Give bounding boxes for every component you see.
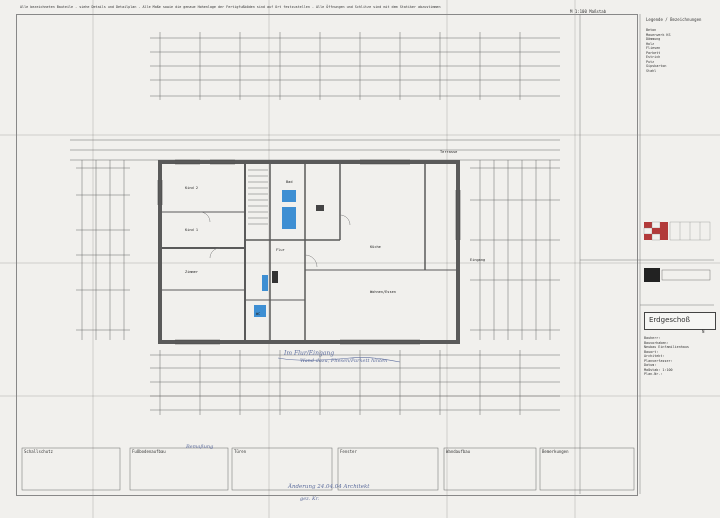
table-title: Türen — [234, 449, 247, 454]
room-label: Flur — [276, 248, 285, 252]
legend-item: Gipskarton — [646, 64, 667, 68]
legend-item: Mauerwerk KS — [646, 32, 671, 37]
project-line: Maßstab: 1:100 — [644, 367, 673, 372]
north-label: N — [702, 329, 705, 334]
legend-item: Fliesen — [646, 46, 661, 50]
room-label: Wohnen/Essen — [370, 290, 396, 294]
legend-item: Parkett — [646, 50, 661, 55]
plan-title: Erdgeschoß — [649, 316, 690, 324]
handwritten-note: Änderung 24.04.04 Architekt — [288, 484, 370, 490]
handwritten-note: Bemaßung — [186, 444, 214, 450]
legend-item: Beton — [646, 28, 657, 32]
project-line: Planverfasser: — [644, 358, 673, 363]
drawing-frame — [16, 14, 638, 496]
handwritten-note: gez. Kr. — [300, 496, 320, 502]
project-line: Plan-Nr.: — [644, 372, 663, 376]
fold-line — [268, 0, 270, 518]
room-label: Bad — [286, 180, 293, 184]
project-info: Bauherr: Bauvorhaben: Neubau Einfamilien… — [644, 336, 689, 377]
project-line: Datum: — [644, 363, 657, 367]
legend-item: Dämmung — [646, 37, 661, 41]
scale-note: M 1:100 Maßstab — [570, 9, 607, 14]
room-label: Kind 2 — [185, 186, 198, 190]
table-title: Fußbodenaufbau — [132, 449, 166, 454]
project-line: Bauort: — [644, 349, 659, 354]
project-line: Architekt: — [644, 354, 665, 358]
legend-item: Stahl — [646, 68, 657, 73]
fold-line — [446, 0, 448, 518]
header-note: Alle bezeichneten Bauteile - siehe Detai… — [20, 5, 441, 9]
fold-line — [0, 134, 720, 136]
legend-list: Beton Mauerwerk KS Dämmung Holz Fliesen … — [646, 28, 671, 73]
legend-item: Estrich — [646, 55, 661, 59]
project-line: Bauvorhaben: — [644, 340, 669, 345]
room-label: Zimmer — [185, 270, 198, 274]
room-label: WC — [256, 312, 261, 316]
handwritten-note: Im Flur/Eingang — [284, 350, 335, 357]
table-title: Bemerkungen — [542, 449, 569, 454]
room-label: Kind 1 — [185, 228, 198, 232]
room-label: Terrasse — [440, 150, 458, 154]
project-line: Neubau Einfamilienhaus — [644, 345, 689, 349]
table-title: Schallschutz — [24, 449, 53, 454]
fold-line — [574, 0, 576, 518]
legend-item: Putz — [646, 59, 655, 64]
project-line: Bauherr: — [644, 336, 661, 340]
fold-line — [0, 262, 720, 264]
handwritten-note: Wand dazu, Fliesen/Parkett hinten — [300, 358, 388, 364]
table-title: Wandaufbau — [446, 449, 471, 454]
fold-line — [92, 0, 94, 518]
legend-item: Holz — [646, 41, 655, 46]
legend-heading: Legende / Bezeichnungen — [646, 17, 702, 22]
plan-title-box: Erdgeschoß — [644, 312, 716, 330]
table-title: Fenster — [340, 449, 357, 454]
room-label: Küche — [370, 245, 381, 249]
room-label: Eingang — [470, 258, 486, 262]
